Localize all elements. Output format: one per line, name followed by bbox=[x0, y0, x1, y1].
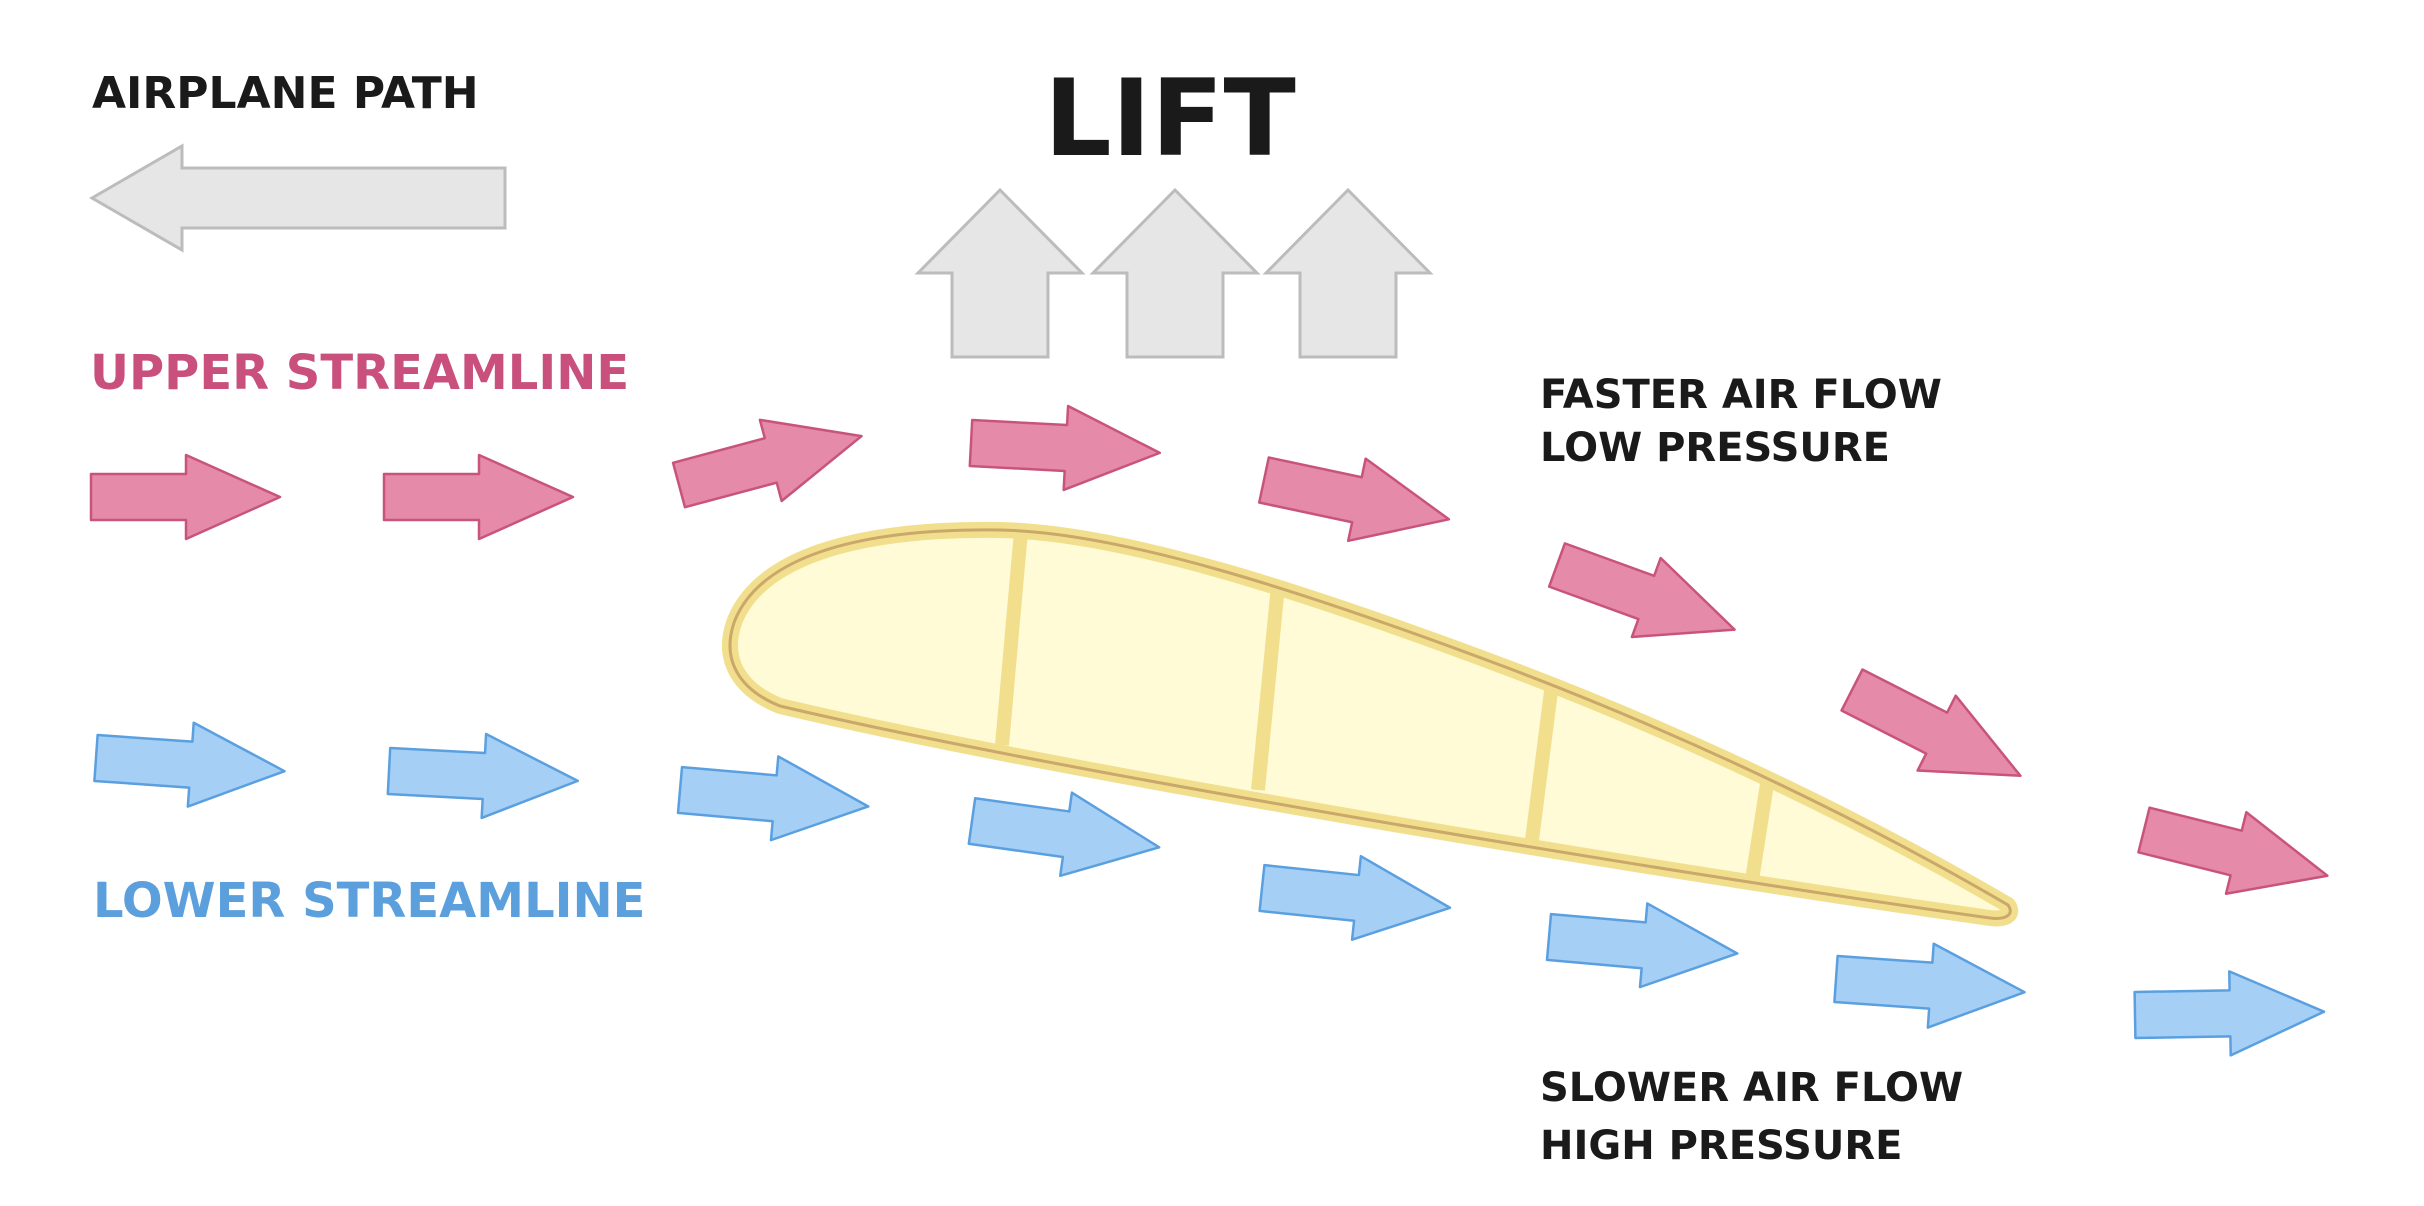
arrow-right-icon bbox=[1547, 542, 1736, 639]
arrow-right-icon bbox=[967, 791, 1161, 878]
arrow-up-icon bbox=[1262, 187, 1434, 359]
arrow-right-icon bbox=[1257, 456, 1451, 543]
arrow-right-icon bbox=[93, 721, 286, 808]
arrow-right-icon bbox=[671, 418, 863, 509]
lift-title: LIFT bbox=[1044, 57, 1296, 180]
arrow-right-icon bbox=[1833, 942, 2026, 1029]
arrow-right-icon bbox=[1258, 854, 1452, 941]
arrow-up-icon bbox=[914, 187, 1086, 359]
airplane-path-label: AIRPLANE PATH bbox=[92, 68, 479, 119]
lower-streamline-label: LOWER STREAMLINE bbox=[93, 873, 645, 929]
arrow-right-icon bbox=[1840, 668, 2022, 778]
arrow-right-icon bbox=[2137, 806, 2329, 895]
upper-streamline-arrows bbox=[89, 404, 2329, 895]
slower-air-flow-label: SLOWER AIR FLOW bbox=[1540, 1065, 1963, 1111]
arrow-right-icon bbox=[89, 453, 282, 541]
arrow-right-icon bbox=[2133, 970, 2326, 1057]
arrow-right-icon bbox=[968, 404, 1161, 492]
arrow-right-icon bbox=[386, 732, 579, 820]
low-pressure-label: LOW PRESSURE bbox=[1540, 425, 1890, 471]
lower-streamline-arrows bbox=[93, 721, 2326, 1057]
arrow-right-icon bbox=[676, 755, 870, 842]
arrow-up-icon bbox=[1089, 187, 1261, 359]
arrow-right-icon bbox=[382, 453, 575, 541]
high-pressure-label: HIGH PRESSURE bbox=[1540, 1123, 1902, 1169]
arrow-right-icon bbox=[1545, 902, 1739, 989]
faster-air-flow-label: FASTER AIR FLOW bbox=[1540, 372, 1942, 418]
upper-streamline-label: UPPER STREAMLINE bbox=[90, 345, 629, 401]
arrow-left-icon bbox=[89, 143, 507, 253]
airfoil-wing bbox=[722, 521, 2019, 927]
